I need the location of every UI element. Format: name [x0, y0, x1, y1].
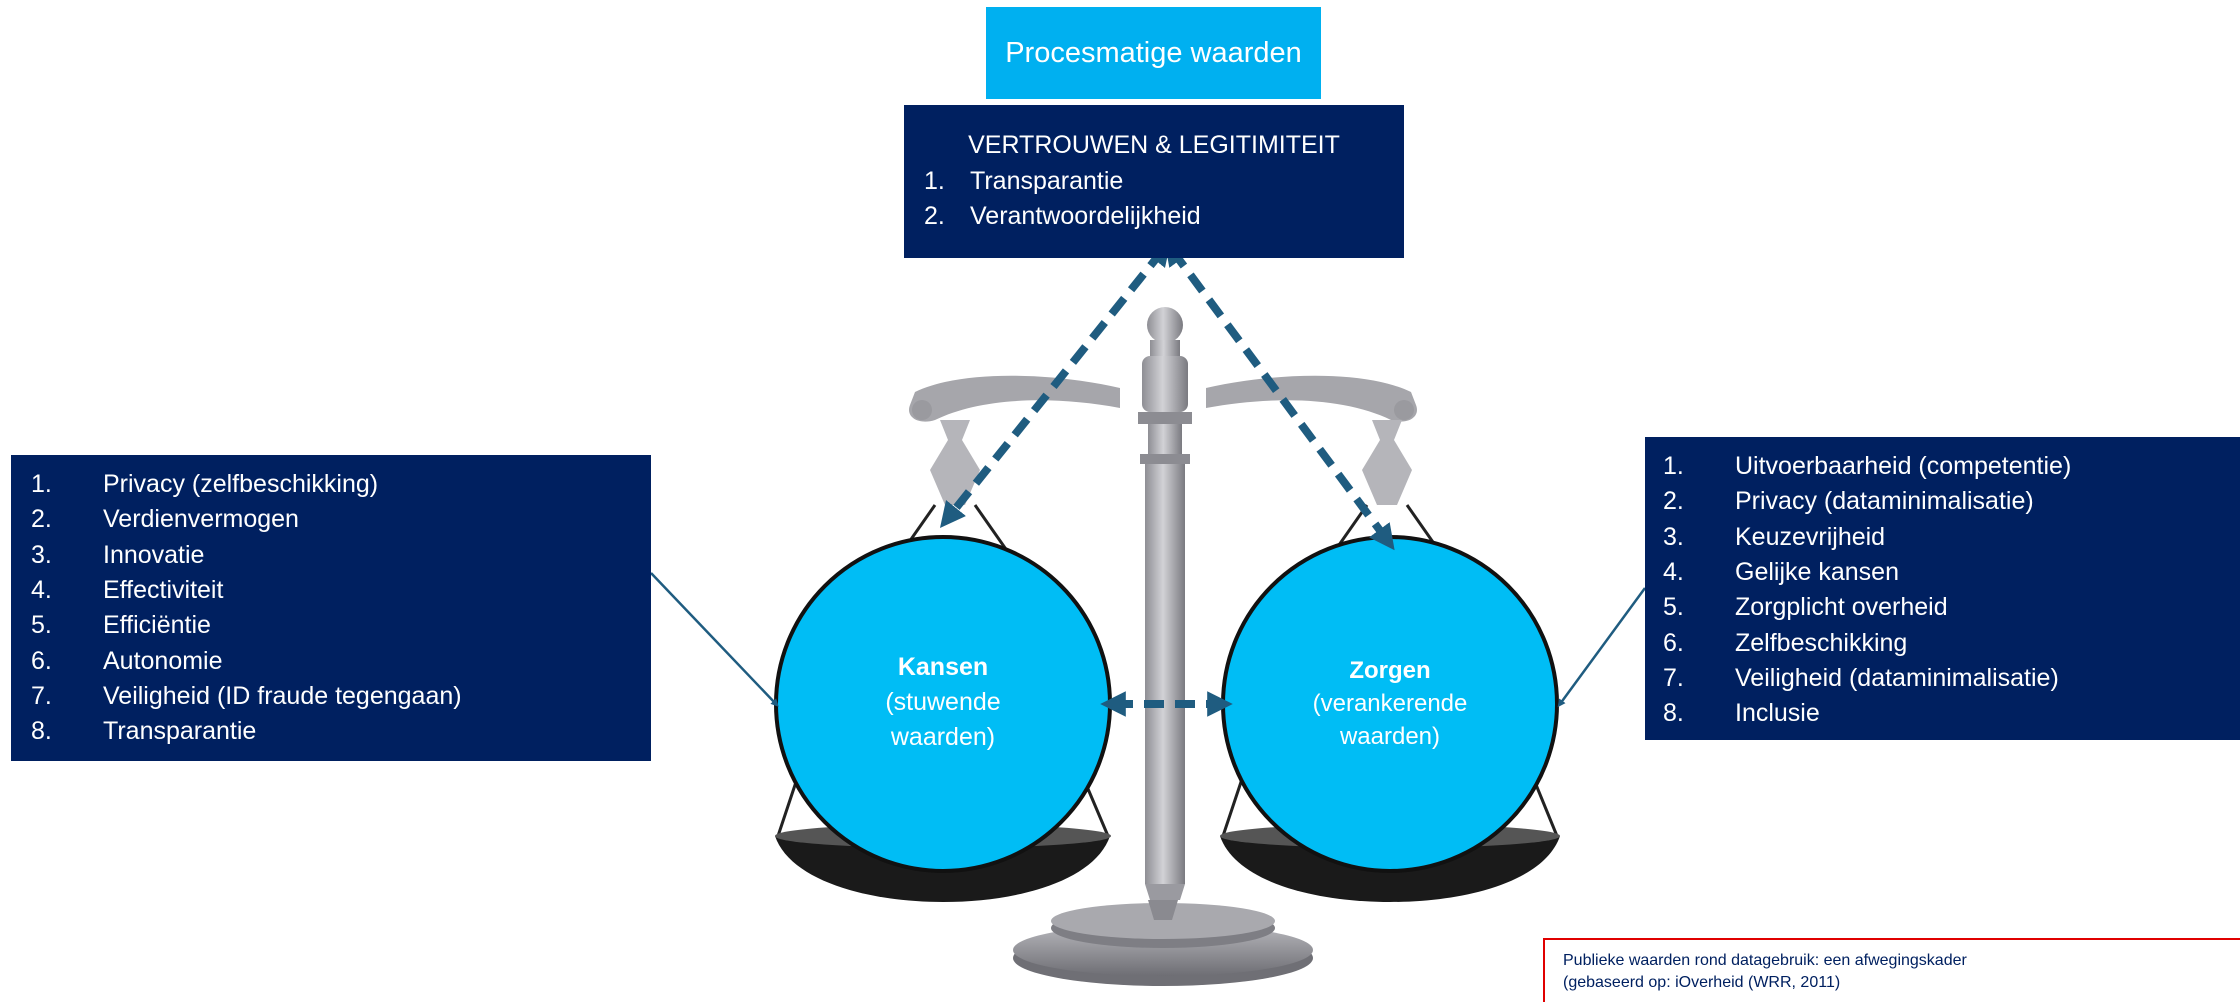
item-number: 2. [924, 202, 945, 230]
trust-legitimacy-box: VERTROUWEN & LEGITIMITEIT 1. Transparanti… [904, 105, 1404, 258]
item-label: Gelijke kansen [1735, 558, 1899, 587]
item-number: 8. [31, 717, 52, 746]
item-number: 7. [1663, 663, 1684, 692]
item-number: 4. [1663, 558, 1684, 587]
item-number: 7. [31, 681, 52, 710]
item-label: Zorgplicht overheid [1735, 593, 1948, 622]
item-number: 4. [31, 576, 52, 605]
item-label: Uitvoerbaarheid (competentie) [1735, 452, 2072, 481]
zorgen-title: Zorgen [1349, 657, 1431, 684]
item-number: 6. [1663, 628, 1684, 657]
item-label: Transparantie [970, 167, 1124, 195]
list-item: 8. Inclusie [1645, 696, 2240, 731]
item-number: 1. [31, 470, 52, 499]
list-item: 6. Autonomie [11, 643, 651, 678]
item-label: Verantwoordelijkheid [970, 202, 1201, 230]
item-label: Transparantie [103, 717, 257, 746]
list-item: 4. Gelijke kansen [1645, 555, 2240, 590]
item-label: Efficiëntie [103, 611, 211, 640]
right-connector-line [1557, 587, 1647, 708]
kansen-title: Kansen [897, 653, 989, 681]
scale-base [1013, 900, 1313, 986]
list-item: 1. Uitvoerbaarheid (competentie) [1645, 449, 2240, 484]
item-label: Zelfbeschikking [1735, 628, 1908, 657]
source-footnote: Publieke waarden rond datagebruik: een a… [1543, 938, 2240, 1002]
procesmatige-waarden-box: Procesmatige waarden [986, 7, 1321, 99]
zorgen-subtitle-line2: waarden) [1339, 723, 1441, 750]
list-item: 2. Verantwoordelijkheid [904, 199, 1404, 234]
list-item: 2. Privacy (dataminimalisatie) [1645, 484, 2240, 519]
list-item: 7. Veiligheid (ID fraude tegengaan) [11, 679, 651, 714]
item-label: Inclusie [1735, 699, 1820, 728]
footnote-line1: Publieke waarden rond datagebruik: een a… [1563, 952, 1967, 969]
item-number: 1. [1663, 452, 1684, 481]
list-item: 2. Verdienvermogen [11, 502, 651, 537]
item-label: Veiligheid (dataminimalisatie) [1735, 663, 2059, 692]
item-number: 5. [1663, 593, 1684, 622]
item-number: 1. [924, 167, 945, 195]
list-item: 1. Transparantie [904, 164, 1404, 199]
item-number: 3. [31, 540, 52, 569]
item-label: Keuzevrijheid [1735, 522, 1886, 551]
list-item: 5. Efficiëntie [11, 608, 651, 643]
list-item: 5. Zorgplicht overheid [1645, 590, 2240, 625]
item-label: Innovatie [103, 540, 205, 569]
item-label: Veiligheid (ID fraude tegengaan) [103, 681, 462, 710]
footnote-line2: (gebaseerd op: iOverheid (WRR, 2011) [1563, 974, 1841, 991]
list-item: 8. Transparantie [11, 714, 651, 749]
list-item: 4. Effectiviteit [11, 573, 651, 608]
list-item: 3. Innovatie [11, 538, 651, 573]
zorgen-values-list: 1. Uitvoerbaarheid (competentie) 2. Privac… [1645, 437, 2240, 740]
item-label: Effectiviteit [103, 576, 224, 605]
scale-column [1138, 307, 1192, 900]
procesmatige-waarden-title: Procesmatige waarden [1005, 36, 1302, 69]
item-number: 8. [1663, 699, 1684, 728]
item-number: 3. [1663, 522, 1684, 551]
item-number: 2. [31, 505, 52, 534]
zorgen-label: Zorgen (verankerende waarden) [1280, 654, 1500, 753]
item-number: 2. [1663, 487, 1684, 516]
list-item: 3. Keuzevrijheid [1645, 520, 2240, 555]
left-connector-line [650, 572, 779, 707]
item-label: Privacy (dataminimalisatie) [1735, 487, 2034, 516]
arrow-trust-kansen [939, 240, 1172, 528]
item-number: 5. [31, 611, 52, 640]
item-number: 6. [31, 646, 52, 675]
item-label: Verdienvermogen [103, 505, 299, 534]
kansen-subtitle-line1: (stuwende [885, 688, 1001, 716]
list-item: 6. Zelfbeschikking [1645, 625, 2240, 660]
kansen-label: Kansen (stuwende waarden) [843, 650, 1043, 755]
list-item: 1. Privacy (zelfbeschikking) [11, 467, 651, 502]
trust-heading: VERTROUWEN & LEGITIMITEIT [968, 131, 1340, 159]
item-label: Privacy (zelfbeschikking) [103, 470, 379, 499]
kansen-subtitle-line2: waarden) [890, 723, 996, 751]
zorgen-subtitle-line1: (verankerende [1312, 690, 1468, 717]
kansen-values-list: 1. Privacy (zelfbeschikking) 2. Verdienver… [11, 455, 651, 761]
list-item: 7. Veiligheid (dataminimalisatie) [1645, 661, 2240, 696]
item-label: Autonomie [103, 646, 223, 675]
